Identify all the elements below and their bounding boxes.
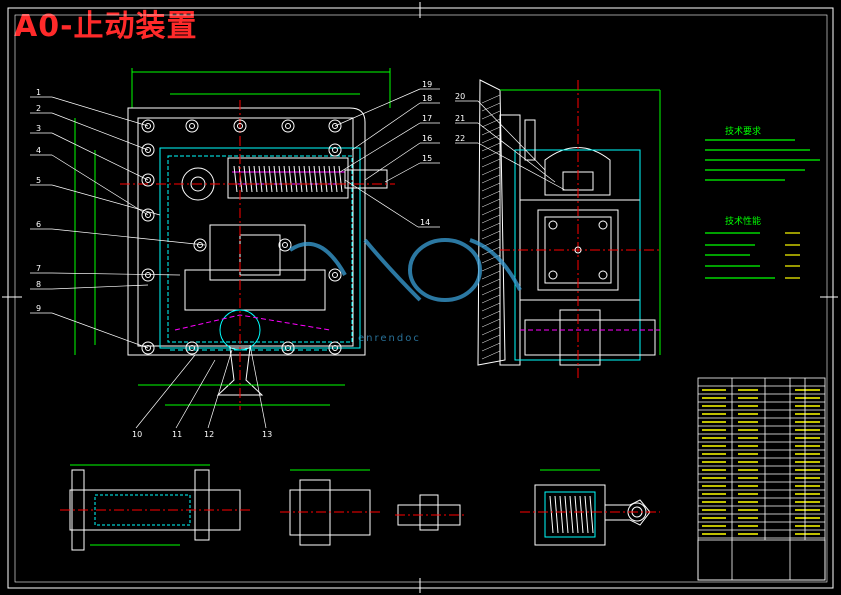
leader-line (51, 96, 149, 127)
callout-10: 10 (132, 430, 143, 439)
leader-line (51, 312, 149, 349)
callout-2: 2 (36, 104, 42, 113)
callout-9: 9 (36, 304, 42, 313)
leader-line (249, 344, 267, 429)
callout-12: 12 (204, 430, 215, 439)
tech-performance-heading: 技术性能 (725, 217, 762, 227)
leader-line (384, 162, 421, 183)
leader-line (339, 122, 421, 173)
leader-line (477, 142, 566, 191)
leader-line (344, 179, 419, 228)
callout-13: 13 (262, 430, 273, 439)
bolt (281, 119, 295, 133)
callout-11: 11 (172, 430, 183, 439)
bolt (141, 143, 155, 157)
bolt (328, 268, 342, 282)
callout-22: 22 (455, 134, 466, 143)
bolt (141, 341, 155, 355)
leader-line (175, 359, 216, 429)
main-view (74, 68, 395, 410)
title-block (697, 377, 826, 581)
leader-line (51, 284, 149, 290)
bolt (328, 119, 342, 133)
leader-line (477, 100, 546, 171)
callout-16: 16 (422, 134, 433, 143)
leader-line (364, 142, 421, 181)
bolt (281, 341, 295, 355)
callout-3: 3 (36, 124, 42, 133)
callout-5: 5 (36, 176, 42, 185)
callout-17: 17 (422, 114, 433, 123)
bolt (185, 341, 199, 355)
leader-line (207, 349, 233, 429)
callout-20: 20 (455, 92, 466, 101)
bolt (328, 341, 342, 355)
leader-line (51, 154, 149, 216)
bolt (141, 119, 155, 133)
bolt (233, 119, 247, 133)
leader-line (51, 184, 161, 216)
callout-15: 15 (422, 154, 433, 163)
callout-18: 18 (422, 94, 433, 103)
leader-line (135, 354, 196, 429)
inner-border (14, 14, 828, 583)
callout-1: 1 (36, 88, 42, 97)
callout-19: 19 (422, 80, 433, 89)
watermark (288, 238, 522, 302)
leader-line (51, 132, 149, 181)
callout-21: 21 (455, 114, 466, 123)
bolt (141, 268, 155, 282)
bolt (185, 119, 199, 133)
leader-line (351, 102, 421, 151)
leader-line (51, 112, 149, 151)
callout-8: 8 (36, 280, 42, 289)
bolt (141, 173, 155, 187)
tech-requirements-heading: 技术要求 (725, 127, 762, 137)
leader-line (51, 272, 181, 276)
leader-line (334, 88, 421, 127)
detail-views (60, 464, 660, 551)
drawing-title: A0-止动装置 (14, 9, 198, 44)
callout-14: 14 (420, 218, 431, 227)
bolt (141, 208, 155, 222)
callout-4: 4 (36, 146, 42, 155)
bolt (278, 238, 292, 252)
callout-7: 7 (36, 264, 42, 273)
bolt (328, 143, 342, 157)
bolt (193, 238, 207, 252)
callout-6: 6 (36, 220, 42, 229)
leader-line (51, 228, 206, 246)
leader-line (477, 122, 556, 183)
watermark-text: enrendoc (358, 333, 421, 344)
side-view (477, 79, 661, 380)
